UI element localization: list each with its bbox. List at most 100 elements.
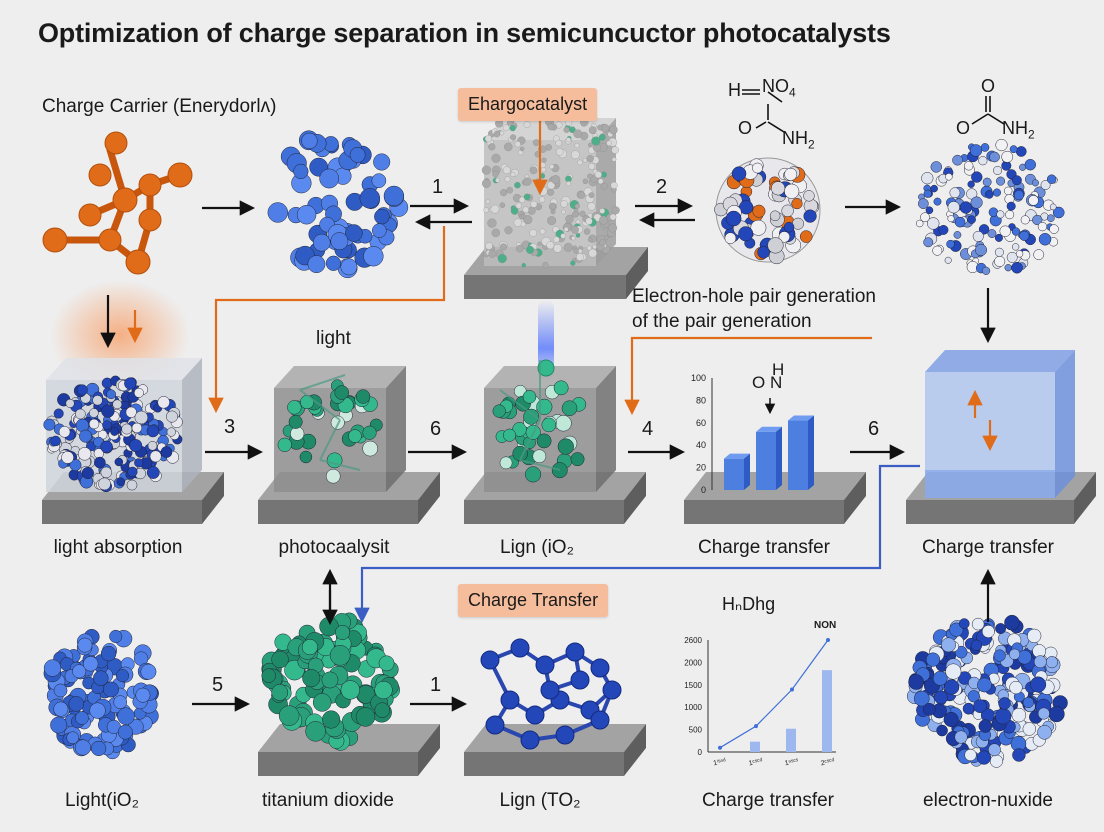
atom [113, 695, 128, 709]
atom [512, 445, 528, 462]
particle [551, 175, 561, 185]
atom [1045, 656, 1058, 669]
particle [547, 216, 557, 226]
particle [587, 237, 593, 243]
scatter-cluster-right [915, 138, 1065, 275]
atom [378, 655, 395, 672]
atom [325, 468, 341, 484]
particle [529, 229, 537, 237]
bar [724, 458, 744, 490]
atom [992, 188, 1001, 197]
particle [488, 143, 496, 151]
formula-h: H [728, 80, 741, 100]
atom [803, 209, 817, 223]
particle [573, 248, 579, 254]
atom [1038, 233, 1052, 246]
atom [982, 177, 992, 187]
cube-side [386, 366, 406, 492]
particle [569, 126, 576, 134]
platform-front [684, 500, 844, 524]
orange-molecule-atoms [42, 131, 193, 275]
cube-side [182, 358, 202, 492]
particle [563, 227, 569, 232]
label-photocatalysit: photocaalysit [278, 537, 390, 558]
particle [588, 126, 597, 135]
particle [510, 207, 519, 215]
particle [515, 245, 524, 253]
bar-side [808, 415, 814, 490]
label-electron-nuxide: electron-nuxide [923, 790, 1053, 811]
particle [483, 207, 489, 213]
bar [822, 670, 832, 752]
atom [933, 197, 942, 206]
atom [1004, 186, 1013, 196]
atom [1009, 145, 1018, 154]
label-lign-to2: Lign (TO₂ [499, 790, 581, 811]
atom [340, 258, 358, 276]
particle [588, 248, 597, 258]
atom [978, 156, 988, 166]
line-point [754, 724, 758, 729]
particle [485, 242, 493, 250]
formula-h-small: H [772, 360, 785, 379]
atom [330, 232, 349, 251]
bar [788, 420, 808, 490]
label-charge-transfer-a: Charge transfer [697, 537, 831, 558]
blue-cluster-top [267, 130, 409, 279]
atom [995, 708, 1012, 725]
atom [374, 680, 393, 700]
y-tick-label: 60 [696, 418, 706, 428]
particle [521, 263, 527, 268]
atom [993, 649, 1006, 662]
particle [586, 155, 594, 163]
atom [117, 724, 133, 740]
atom [300, 395, 315, 410]
particle [571, 235, 576, 241]
atom [1004, 614, 1020, 631]
particle [481, 165, 491, 175]
atom [954, 216, 966, 228]
atom [293, 163, 309, 179]
particle [549, 164, 555, 170]
atom [994, 247, 1004, 257]
atom [998, 697, 1011, 710]
particle [585, 217, 593, 225]
y-tick-label: 1000 [684, 703, 702, 712]
atom [1004, 264, 1012, 272]
particle [597, 124, 603, 131]
particle [577, 191, 586, 199]
molecule-clusters [43, 117, 1068, 768]
atom [555, 725, 575, 745]
particle [609, 213, 617, 221]
atom [301, 132, 318, 150]
atom [129, 439, 143, 453]
atom [996, 210, 1005, 219]
particle [502, 166, 511, 175]
atom [72, 664, 87, 679]
particle [597, 178, 604, 185]
atom [75, 711, 89, 725]
atom [58, 426, 71, 438]
formula-bonds [742, 89, 1005, 133]
platform-front [464, 500, 624, 524]
bar-top [724, 453, 750, 459]
atom [499, 456, 513, 470]
atom [976, 750, 992, 765]
atom [114, 457, 124, 467]
particle [514, 141, 521, 148]
atom [532, 449, 547, 464]
particle [510, 171, 516, 177]
tag-electrocatalyst: Ehargocatalyst [458, 88, 598, 121]
atom [784, 183, 800, 199]
atom [1013, 190, 1025, 201]
atom [925, 652, 941, 667]
atom [271, 684, 289, 701]
particle [509, 124, 516, 132]
atom [100, 440, 113, 453]
atom [329, 645, 351, 666]
particle [610, 181, 618, 189]
particle [485, 199, 491, 204]
particle [560, 233, 566, 239]
atom [557, 438, 574, 455]
